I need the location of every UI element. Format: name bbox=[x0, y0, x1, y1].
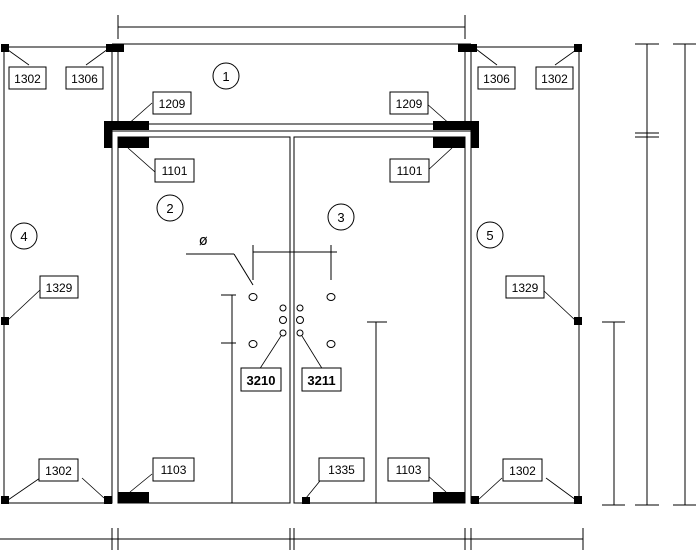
part-label-1302-top-right: 1302 bbox=[535, 66, 574, 90]
leader-lines bbox=[7, 48, 577, 501]
panel-number-5: 5 bbox=[476, 221, 504, 249]
panel-number-2-text: 2 bbox=[166, 201, 173, 216]
part-label-text: 1103 bbox=[396, 463, 422, 477]
part-label-1209-left: 1209 bbox=[152, 91, 192, 115]
panel-number-1-text: 1 bbox=[222, 69, 229, 84]
part-label-1306-top-left: 1306 bbox=[65, 66, 104, 90]
panel-outlines bbox=[3, 43, 580, 504]
part-label-1329-right: 1329 bbox=[505, 275, 545, 299]
part-label-text: 3210 bbox=[247, 373, 276, 388]
panel-number-3: 3 bbox=[327, 203, 355, 231]
panel-number-5-text: 5 bbox=[486, 228, 493, 243]
part-label-3210: 3210 bbox=[240, 367, 282, 392]
part-label-text: 1306 bbox=[483, 72, 510, 86]
part-label-1302-bottom-left: 1302 bbox=[38, 458, 79, 482]
part-label-1329-left: 1329 bbox=[39, 275, 79, 299]
part-label-1306-top-right: 1306 bbox=[477, 66, 516, 90]
part-label-1302-bottom-right: 1302 bbox=[502, 458, 543, 482]
part-label-1335: 1335 bbox=[318, 457, 365, 482]
part-label-text: 1302 bbox=[541, 72, 568, 86]
panel-number-3-text: 3 bbox=[337, 210, 344, 225]
panel-number-1: 1 bbox=[212, 62, 240, 90]
panel-number-4-text: 4 bbox=[20, 229, 27, 244]
part-label-text: 1335 bbox=[328, 463, 355, 477]
part-label-1103-right: 1103 bbox=[387, 457, 430, 482]
part-label-3211: 3211 bbox=[301, 367, 342, 392]
part-label-text: 3211 bbox=[307, 373, 335, 388]
part-label-text: 1101 bbox=[162, 164, 188, 178]
part-label-text: 1101 bbox=[397, 164, 423, 178]
part-label-1101-right: 1101 bbox=[389, 158, 430, 183]
handle-holes bbox=[248, 293, 336, 348]
part-label-text: 1329 bbox=[512, 281, 539, 295]
panel-number-2: 2 bbox=[156, 194, 184, 222]
part-label-1209-right: 1209 bbox=[389, 91, 429, 115]
part-label-1101-left: 1101 bbox=[154, 158, 195, 183]
dimension-right bbox=[602, 43, 696, 506]
fittings bbox=[1, 44, 582, 504]
part-label-text: 1103 bbox=[161, 463, 187, 477]
part-label-text: 1329 bbox=[46, 281, 73, 295]
diameter-symbol: ø bbox=[199, 233, 208, 249]
part-label-text: 1302 bbox=[45, 464, 72, 478]
part-label-1302-top-left: 1302 bbox=[8, 66, 47, 90]
part-label-text: 1302 bbox=[509, 464, 536, 478]
dimension-bottom bbox=[0, 528, 584, 550]
part-label-text: 1306 bbox=[71, 72, 98, 86]
part-label-text: 1209 bbox=[159, 97, 186, 111]
part-label-text: 1302 bbox=[14, 72, 41, 86]
dimension-top bbox=[117, 15, 466, 39]
part-label-1103-left: 1103 bbox=[152, 457, 195, 482]
panel-number-4: 4 bbox=[10, 222, 38, 250]
part-label-text: 1209 bbox=[396, 97, 423, 111]
